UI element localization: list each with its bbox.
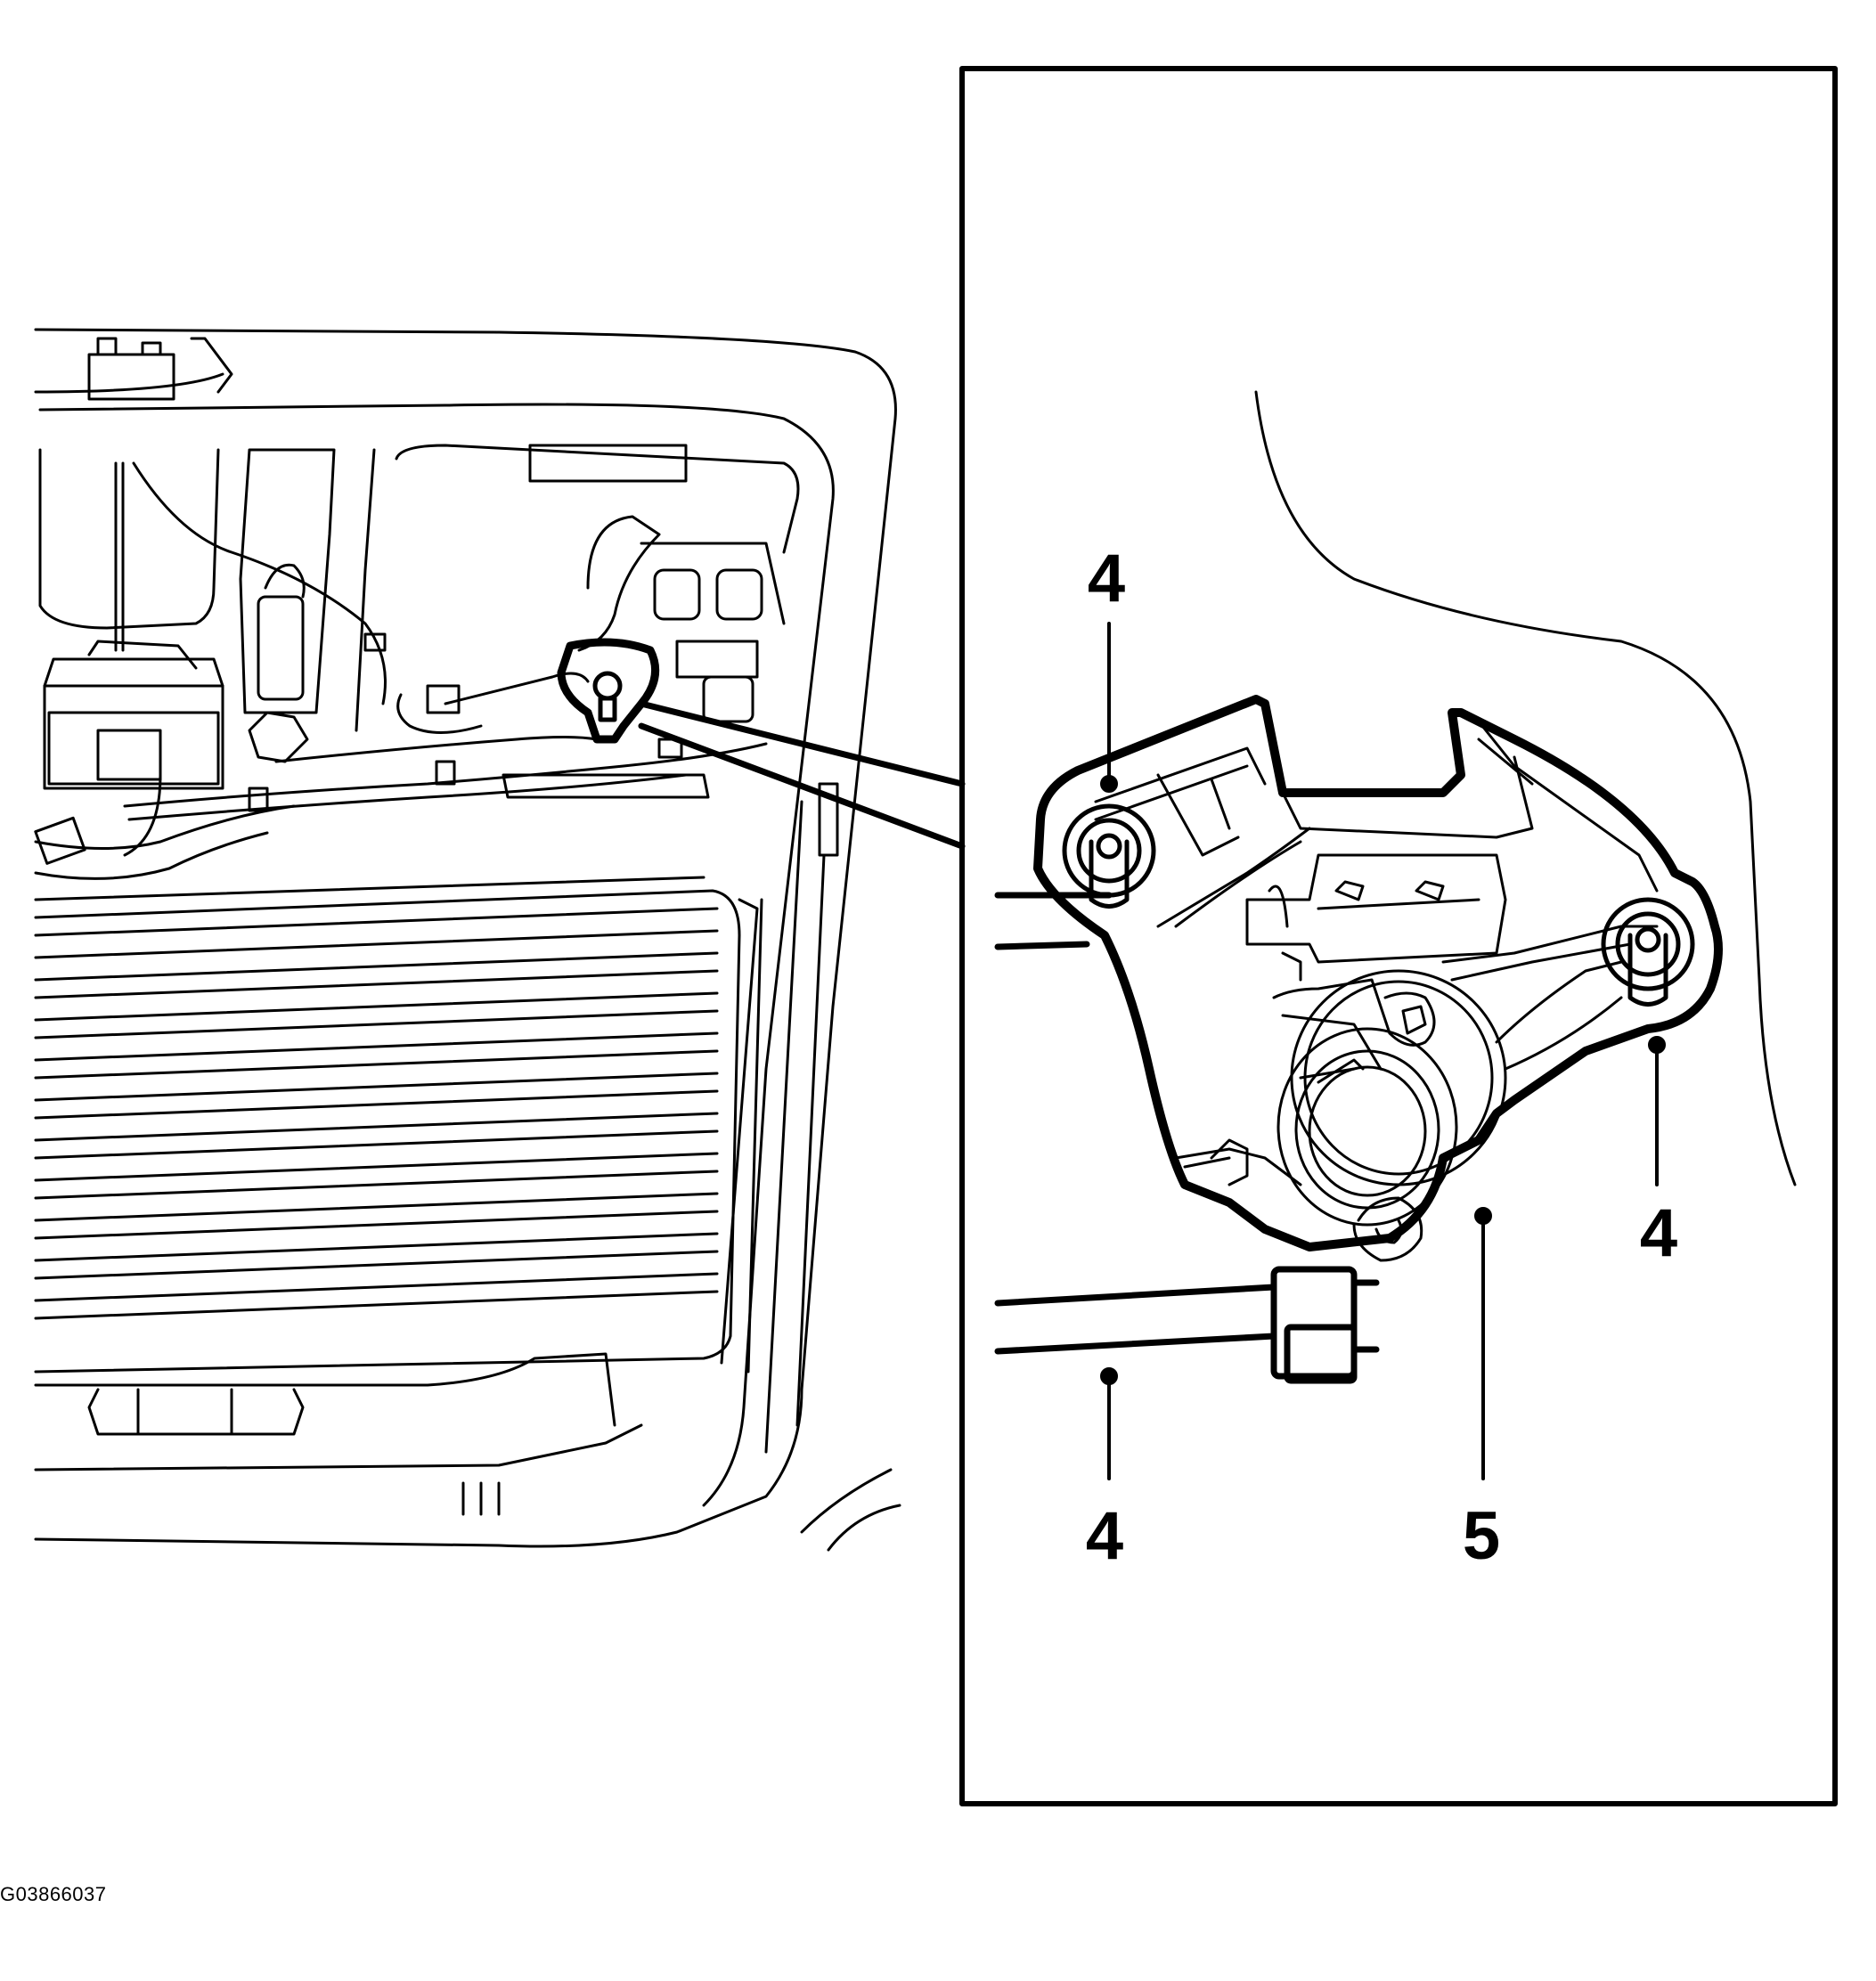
front-end-overview	[34, 328, 901, 1552]
callout-4-top-left: 4	[1087, 541, 1126, 616]
callout-4-right: 4	[1639, 1195, 1678, 1271]
callout-5: 5	[1462, 1498, 1501, 1574]
figure-id-label: G03866037	[0, 1883, 107, 1905]
headlamp-location-highlight	[557, 638, 660, 744]
detail-inset-frame	[959, 66, 1838, 1806]
detail-view	[994, 390, 1797, 1480]
zoom-pointer	[638, 700, 966, 850]
callout-4-bottom-left: 4	[1085, 1498, 1124, 1574]
